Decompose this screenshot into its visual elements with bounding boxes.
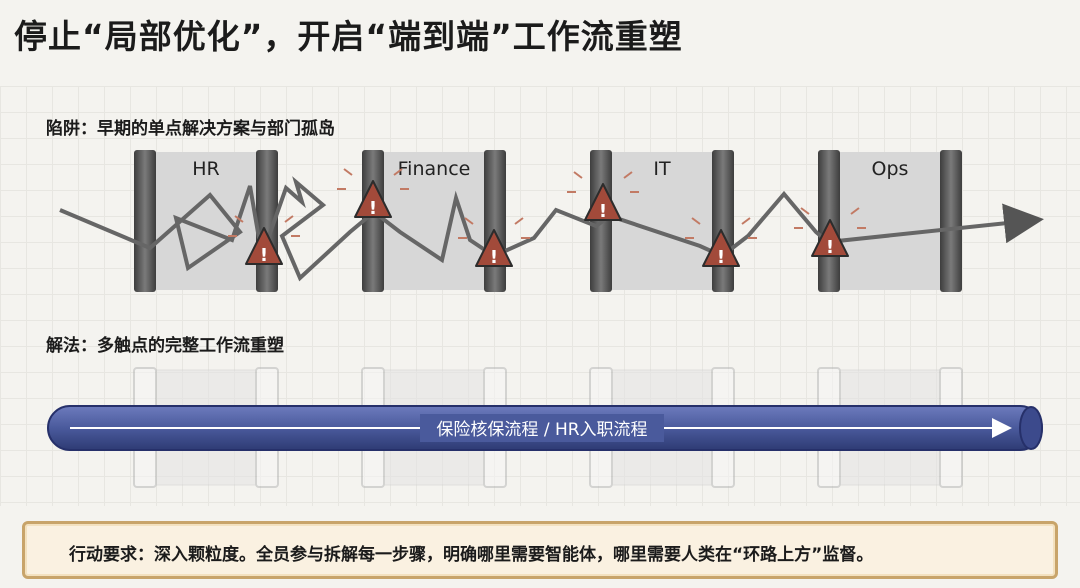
pipe-end-cap	[1019, 406, 1043, 450]
silo-right-bar-ops	[940, 150, 962, 292]
trap-section-label: 陷阱：早期的单点解决方案与部门孤岛	[46, 119, 335, 139]
pipe-label-bg	[420, 414, 664, 442]
svg-text:!: !	[260, 245, 268, 266]
svg-text:!: !	[826, 237, 834, 258]
department-label-it: IT	[653, 158, 671, 180]
svg-text:!: !	[369, 198, 377, 219]
warning-icon-2: !	[337, 168, 409, 219]
department-label-ops: Ops	[872, 158, 909, 180]
warning-icon-5: !	[685, 217, 757, 268]
silo-right-bar-finance	[484, 150, 506, 292]
warning-icon-4: !	[567, 171, 639, 222]
warning-icon-6: !	[794, 207, 866, 258]
department-label-hr: HR	[192, 158, 220, 180]
silo-box-hr	[145, 152, 267, 290]
svg-text:!: !	[490, 247, 498, 268]
silo-box-finance	[373, 152, 495, 290]
department-label-finance: Finance	[398, 158, 471, 180]
silo-left-bar-hr	[134, 150, 156, 292]
silo-ops: Ops	[818, 150, 962, 292]
silo-box-ops	[829, 152, 951, 290]
pipe-label: 保险核保流程 / HR入职流程	[436, 420, 647, 440]
page-title: 停止“局部优化”，开启“端到端”工作流重塑	[14, 17, 683, 56]
svg-text:!: !	[717, 247, 725, 268]
warning-icon-3: !	[458, 217, 530, 268]
workflow-diagram: HR Finance IT Ops ! ! ! !	[47, 150, 1044, 488]
silo-right-bar-it	[712, 150, 734, 292]
silo-left-bar-finance	[362, 150, 384, 292]
svg-text:!: !	[599, 201, 607, 222]
action-callout: 行动要求：深入颗粒度。全员参与拆解每一步骤，明确哪里需要智能体，哪里需要人类在“…	[22, 521, 1058, 579]
end-to-end-pipe: 保险核保流程 / HR入职流程	[47, 405, 1043, 451]
solution-section-label: 解法：多触点的完整工作流重塑	[46, 336, 284, 356]
action-callout-text: 行动要求：深入颗粒度。全员参与拆解每一步骤，明确哪里需要智能体，哪里需要人类在“…	[69, 545, 874, 565]
warning-icon-1: !	[228, 215, 300, 266]
